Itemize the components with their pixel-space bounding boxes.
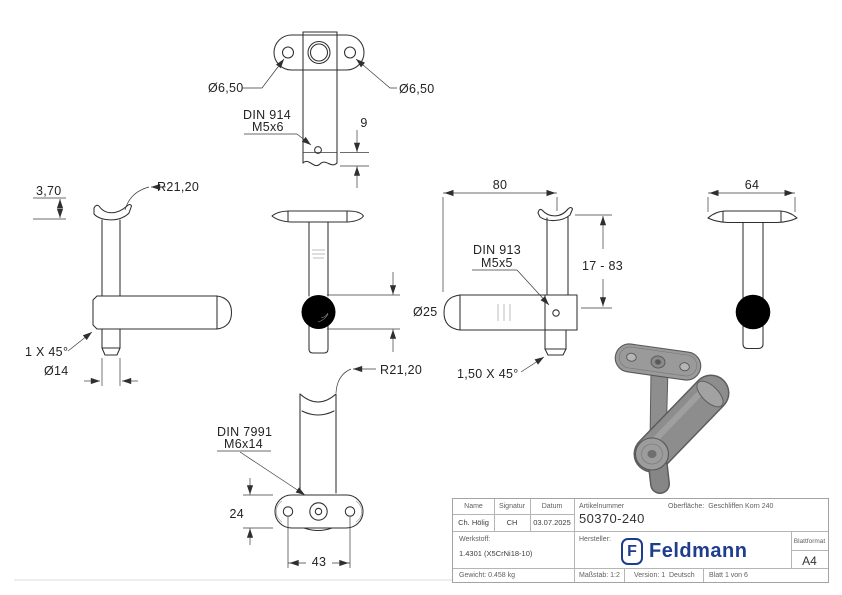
dim-stub-dia: Ø14 bbox=[44, 364, 69, 378]
feldmann-logo-text: Feldmann bbox=[649, 540, 748, 562]
dim-tube-dia: Ø25 bbox=[413, 305, 438, 319]
dim-hole-dia-right: Ø6,50 bbox=[399, 82, 435, 96]
dim-saddle-radius-side: R21,20 bbox=[157, 180, 199, 194]
dim-chamfer-right: 1,50 X 45° bbox=[457, 367, 519, 381]
header-signatur: Signatur bbox=[498, 503, 526, 510]
side-view: 3,70 R21,20 1 X 45° Ø14 bbox=[25, 180, 233, 386]
bottom-view: R21,20 DIN 7991 M6x14 24 43 bbox=[217, 363, 422, 569]
feldmann-logo: F Feldmann bbox=[621, 538, 747, 565]
blattformat-value: A4 bbox=[802, 554, 817, 568]
version: Version: 1 bbox=[634, 572, 666, 579]
end-view: 64 bbox=[707, 178, 798, 350]
oberflaeche-value: Geschliffen Korn 240 bbox=[708, 503, 774, 510]
callout-din7991: DIN 7991 bbox=[217, 425, 272, 439]
dim-plate-width: 64 bbox=[745, 178, 760, 192]
werkstoff-value: 1.4301 (X5CrNi18-10) bbox=[459, 549, 533, 558]
artikelnummer-value: 50370-240 bbox=[579, 511, 645, 526]
massstab: Maßstab: 1:2 bbox=[579, 572, 620, 579]
value-name: Ch. Hölig bbox=[458, 518, 489, 527]
dim-depth-9: 9 bbox=[360, 116, 367, 130]
front-view: Ø25 bbox=[271, 210, 438, 354]
blattformat-label: Blattformat bbox=[793, 538, 826, 545]
dim-height-range: 17 - 83 bbox=[582, 259, 623, 273]
werkstoff-label: Werkstoff: bbox=[459, 536, 491, 543]
right-view: 80 DIN 913 M5x5 17 - 83 1,50 X 45° bbox=[442, 178, 623, 381]
title-block: Name Signatur Datum Ch. Hölig CH 03.07.2… bbox=[452, 498, 829, 583]
dim-hole-spacing: 43 bbox=[312, 555, 327, 569]
callout-din914-thread: M5x6 bbox=[252, 120, 284, 134]
dim-plate-depth: 24 bbox=[229, 507, 244, 521]
callout-din914: DIN 914 bbox=[243, 108, 291, 122]
hersteller-label: Hersteller: bbox=[579, 536, 611, 543]
blatt: Blatt 1 von 6 bbox=[709, 572, 748, 579]
value-signatur: CH bbox=[506, 518, 518, 527]
gewicht: Gewicht: 0.458 kg bbox=[459, 572, 516, 579]
dim-saddle-radius-bottom: R21,20 bbox=[380, 363, 422, 377]
oberflaeche: Oberfläche:Geschliffen Korn 240 bbox=[668, 503, 777, 510]
value-datum: 03.07.2025 bbox=[533, 518, 571, 527]
sprache: Deutsch bbox=[669, 572, 695, 579]
dim-chamfer-side: 1 X 45° bbox=[25, 345, 68, 359]
dim-hole-dia-left: Ø6,50 bbox=[208, 81, 244, 95]
isometric-3d-view bbox=[614, 343, 730, 494]
oberflaeche-label: Oberfläche: bbox=[668, 503, 705, 510]
callout-din7991-thread: M6x14 bbox=[224, 437, 263, 451]
top-view: Ø6,50 Ø6,50 DIN 914 M5x6 9 bbox=[208, 31, 435, 188]
callout-din913: DIN 913 bbox=[473, 243, 521, 257]
header-datum: Datum bbox=[541, 503, 563, 510]
artikelnummer-label: Artikelnummer bbox=[579, 503, 625, 510]
header-name: Name bbox=[464, 503, 483, 510]
dim-lip-height: 3,70 bbox=[36, 184, 62, 198]
dim-arm-length: 80 bbox=[493, 178, 508, 192]
feldmann-logo-mark: F bbox=[621, 538, 643, 565]
callout-din913-thread: M5x5 bbox=[481, 256, 513, 270]
